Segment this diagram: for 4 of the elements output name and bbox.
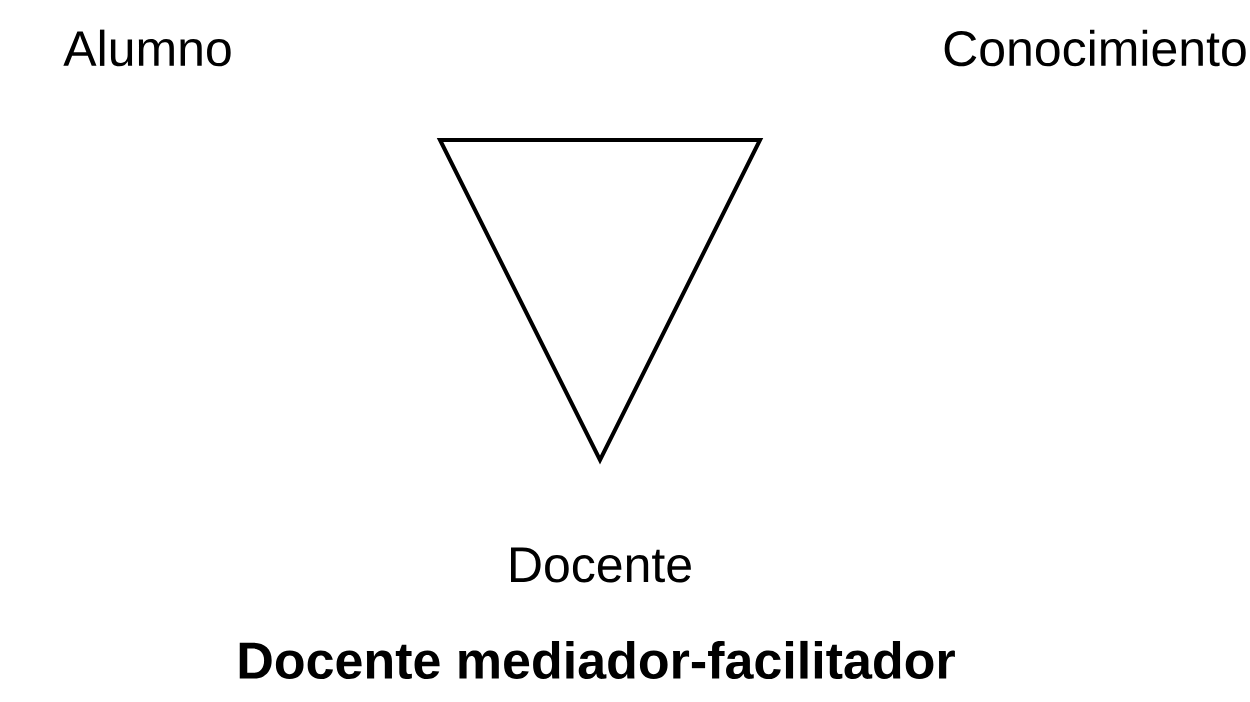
label: Alumno bbox=[63, 29, 231, 67]
label: Docente bbox=[511, 547, 691, 583]
caption: Docente mediador-facilitador bbox=[239, 640, 955, 680]
label: Conocimiento bbox=[944, 29, 1246, 67]
